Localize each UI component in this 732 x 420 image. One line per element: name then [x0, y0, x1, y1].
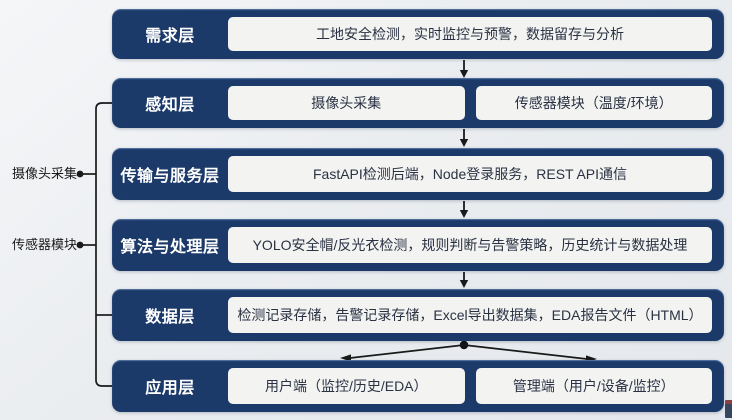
layer-content-panel: FastAPI检测后端，Node登录服务，REST API通信	[228, 156, 712, 192]
layer-row-algorithm-processing: 算法与处理层 YOLO安全帽/反光衣检测，规则判断与告警策略，历史统计与数据处理	[112, 219, 724, 271]
layer-panels: FastAPI检测后端，Node登录服务，REST API通信	[228, 156, 712, 192]
layer-row-transport-service: 传输与服务层 FastAPI检测后端，Node登录服务，REST API通信	[112, 148, 724, 200]
layer-content-panel: 检测记录存储，告警记录存储，Excel导出数据集，EDA报告文件（HTML）	[228, 297, 712, 333]
layer-name-label: 应用层	[145, 380, 195, 397]
layer-content-panel: 摄像头采集	[228, 86, 465, 120]
layer-panels: YOLO安全帽/反光衣检测，规则判断与告警策略，历史统计与数据处理	[228, 227, 712, 263]
side-label-sensor-module: 传感器模块	[11, 237, 77, 252]
layer-panels: 工地安全检测，实时监控与预警，数据留存与分析	[228, 17, 712, 51]
side-label-camera-capture: 摄像头采集	[11, 166, 77, 181]
bracket-junction-dots	[76, 170, 84, 249]
split-junction-dot	[459, 340, 469, 350]
left-bracket	[80, 102, 112, 387]
layer-content-panel: 管理端（用户/设备/监控）	[475, 368, 712, 404]
watermark-fragment	[725, 400, 732, 418]
layer-row-application: 应用层 用户端（监控/历史/EDA） 管理端（用户/设备/监控）	[112, 360, 724, 412]
layer-panels: 用户端（监控/历史/EDA） 管理端（用户/设备/监控）	[228, 368, 712, 404]
layer-content-panel: 用户端（监控/历史/EDA）	[228, 368, 465, 404]
layer-name-label: 数据层	[145, 309, 195, 326]
layer-content-panel: 传感器模块（温度/环境）	[475, 86, 712, 120]
layer-content-panel: 工地安全检测，实时监控与预警，数据留存与分析	[228, 17, 712, 51]
layer-row-requirements: 需求层 工地安全检测，实时监控与预警，数据留存与分析	[112, 9, 724, 59]
layer-name-label: 感知层	[145, 97, 195, 114]
layer-row-perception: 感知层 摄像头采集 传感器模块（温度/环境）	[112, 78, 724, 128]
layer-name-label: 算法与处理层	[120, 239, 220, 256]
layer-content-panel: YOLO安全帽/反光衣检测，规则判断与告警策略，历史统计与数据处理	[228, 227, 712, 263]
layer-row-data: 数据层 检测记录存储，告警记录存储，Excel导出数据集，EDA报告文件（HTM…	[112, 289, 724, 341]
layer-name-label: 传输与服务层	[120, 168, 220, 185]
layer-panels: 摄像头采集 传感器模块（温度/环境）	[228, 86, 712, 120]
layer-name-label: 需求层	[145, 28, 195, 45]
layer-panels: 检测记录存储，告警记录存储，Excel导出数据集，EDA报告文件（HTML）	[228, 297, 712, 333]
